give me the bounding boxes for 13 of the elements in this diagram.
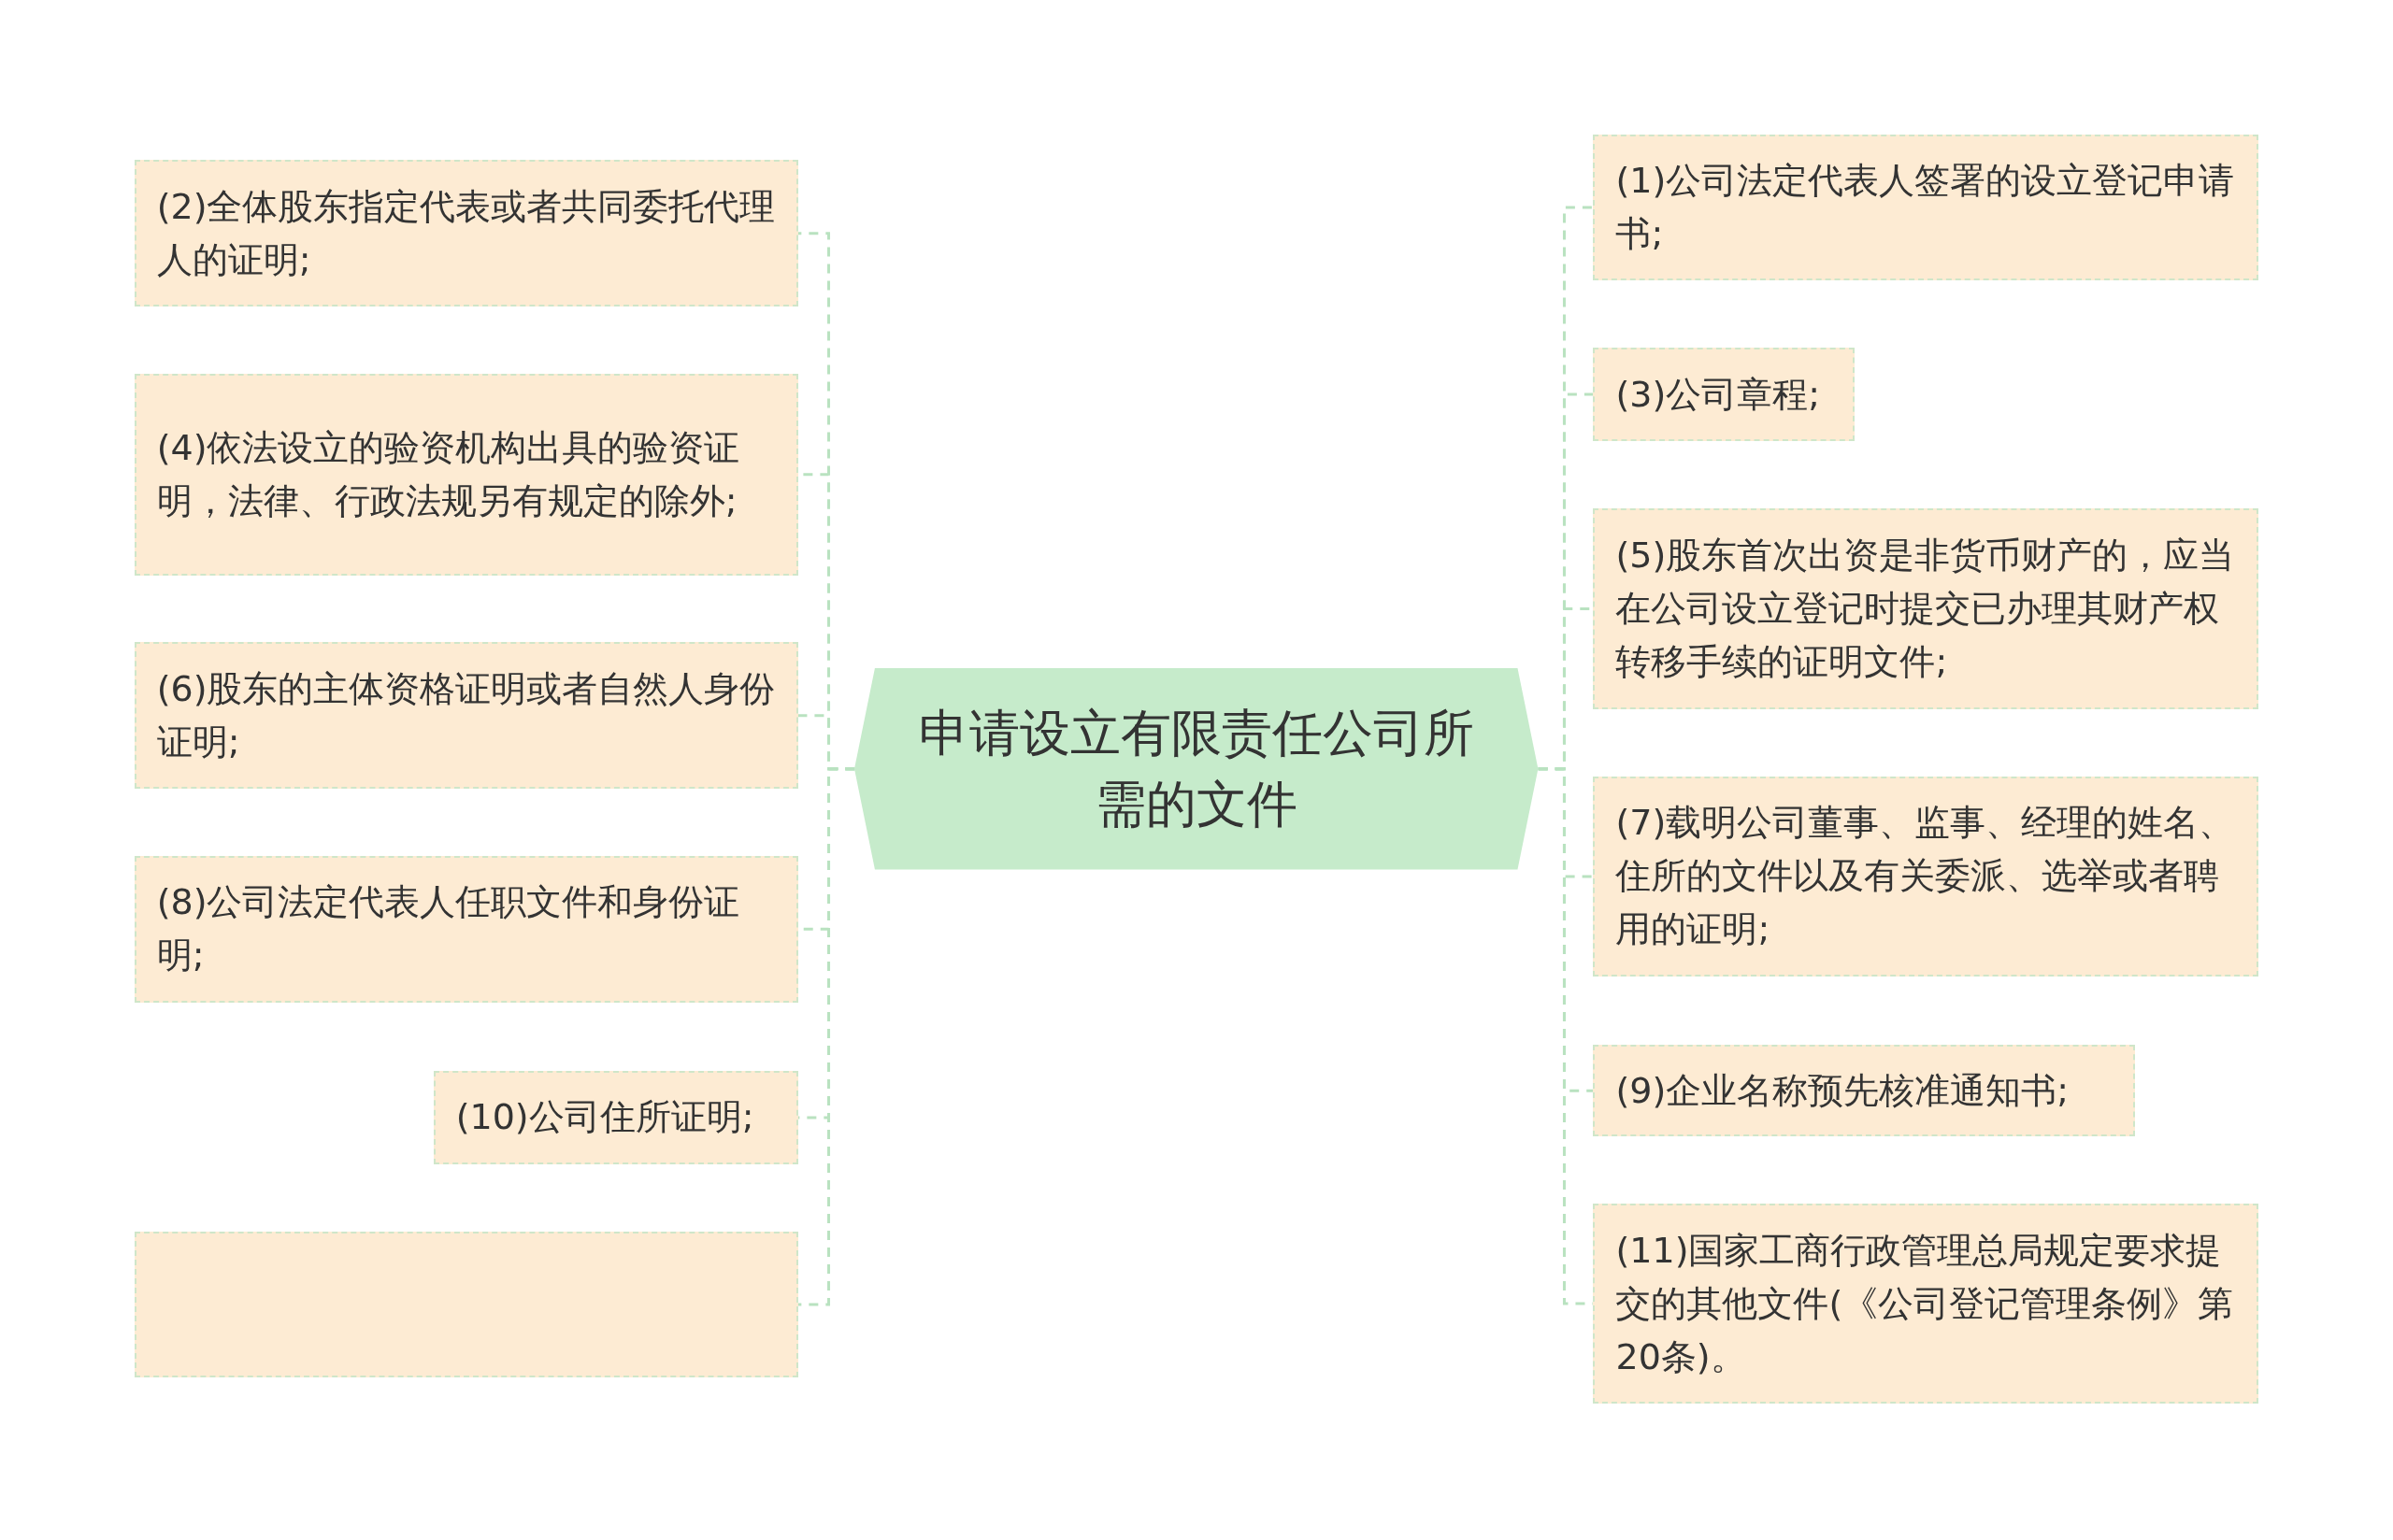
document-box: (11)国家工商行政管理总局规定要求提交的其他文件(《公司登记管理条例》第20条)。 [1593,1204,2259,1405]
topic-hexagon: 申请设立有限责任公司所需的文件 [854,668,1539,870]
document-box: (6)股东的主体资格证明或者自然人身份证明; [134,642,798,790]
document-box: (3)公司章程; [1593,348,1855,441]
document-box: (2)全体股东指定代表或者共同委托代理人的证明; [134,160,798,307]
empty-box [134,1231,798,1378]
document-box: (8)公司法定代表人任职文件和身份证明; [134,855,798,1003]
document-box: (7)载明公司董事、监事、经理的姓名、住所的文件以及有关委派、选举或者聘用的证明; [1593,777,2259,977]
document-box: (1)公司法定代表人签署的设立登记申请书; [1593,134,2259,281]
document-box: (5)股东首次出资是非货币财产的，应当在公司设立登记时提交已办理其财产权转移手续的证明文件; [1593,507,2259,710]
document-box: (9)企业名称预先核准通知书; [1593,1045,2136,1137]
document-box: (10)公司住所证明; [433,1071,798,1164]
document-box: (4)依法设立的验资机构出具的验资证明，法律、行政法规另有规定的除外; [134,374,798,576]
